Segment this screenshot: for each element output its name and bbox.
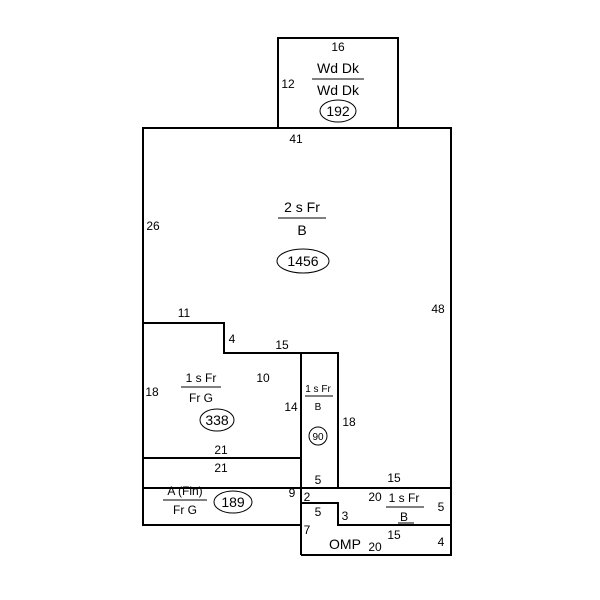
main-sqft-oval bbox=[276, 248, 330, 274]
attic-sqft-oval bbox=[213, 490, 253, 514]
small-b-area: 1 s Fr B 90 bbox=[305, 384, 333, 446]
attic-outline bbox=[142, 488, 301, 526]
dim-notch-drop: 4 bbox=[229, 332, 236, 346]
dim-porch-4: 4 bbox=[438, 535, 445, 549]
dim-deck-top: 16 bbox=[331, 40, 345, 54]
right-b-top-label: 1 s Fr bbox=[389, 491, 420, 505]
main-bottom-label: B bbox=[297, 222, 306, 238]
right-room-outline bbox=[301, 487, 452, 556]
dim-right-side: 5 bbox=[438, 500, 445, 514]
walls bbox=[142, 37, 452, 556]
small-room-wall bbox=[301, 352, 339, 488]
small-b-sqft-oval bbox=[308, 426, 328, 446]
main-top-label: 2 s Fr bbox=[284, 199, 320, 215]
small-b-bottom-label: B bbox=[315, 402, 322, 413]
right-b-bottom-label: B bbox=[400, 510, 408, 524]
dim-porch-15: 15 bbox=[387, 528, 401, 542]
deck-sqft: 192 bbox=[326, 103, 350, 119]
dim-deck-left: 12 bbox=[281, 77, 295, 91]
dim-main-right: 48 bbox=[431, 302, 445, 316]
garage-area: 1 s Fr Fr G 338 bbox=[181, 371, 235, 432]
right-b-area: 1 s Fr B bbox=[386, 491, 424, 524]
dim-attic-right: 9 bbox=[289, 486, 296, 500]
small-b-top-label: 1 s Fr bbox=[305, 384, 331, 395]
dim-garage-inner: 10 bbox=[256, 371, 270, 385]
small-b-sqft: 90 bbox=[312, 432, 324, 443]
dim-notch-top: 11 bbox=[178, 306, 191, 320]
dim-small-left: 14 bbox=[284, 400, 298, 414]
dim-small-bottom: 5 bbox=[315, 473, 322, 487]
dimension-labels: 16 12 41 26 48 11 4 15 18 10 14 18 21 21… bbox=[145, 40, 445, 554]
dim-step-7: 7 bbox=[304, 523, 311, 537]
main-sqft: 1456 bbox=[287, 253, 318, 269]
garage-sqft-oval bbox=[199, 408, 235, 432]
deck-sqft-oval bbox=[319, 99, 357, 123]
dim-attic-top: 21 bbox=[214, 461, 228, 475]
garage-bottom-label: Fr G bbox=[189, 391, 213, 405]
deck-top-label: Wd Dk bbox=[317, 60, 360, 76]
dim-notch-run: 15 bbox=[275, 338, 289, 352]
porch-label: OMP bbox=[329, 536, 361, 552]
dim-right-top: 15 bbox=[387, 471, 401, 485]
dim-main-top: 41 bbox=[289, 132, 303, 146]
deck-bottom-label: Wd Dk bbox=[317, 82, 360, 98]
dim-porch-20: 20 bbox=[368, 540, 382, 554]
main-house-outline bbox=[142, 127, 452, 489]
dim-step-20: 20 bbox=[368, 490, 382, 504]
dim-garage-left: 18 bbox=[145, 385, 159, 399]
dim-step-2: 2 bbox=[304, 490, 311, 504]
porch-step-wall bbox=[301, 502, 451, 526]
attic-sqft: 189 bbox=[221, 494, 245, 510]
dim-step-5: 5 bbox=[315, 505, 322, 519]
dim-garage-bottom: 21 bbox=[214, 443, 228, 457]
dim-step-3: 3 bbox=[342, 509, 349, 523]
attic-area: A (Fin) Fr G 189 bbox=[163, 484, 253, 517]
attic-top-label: A (Fin) bbox=[167, 484, 202, 498]
dim-main-left: 26 bbox=[146, 219, 160, 233]
attic-bottom-label: Fr G bbox=[173, 503, 197, 517]
garage-sqft: 338 bbox=[205, 412, 229, 428]
deck-area: Wd Dk Wd Dk 192 bbox=[312, 60, 364, 123]
garage-top-label: 1 s Fr bbox=[186, 371, 217, 385]
main-area: 2 s Fr B 1456 bbox=[276, 199, 330, 274]
dim-small-right: 18 bbox=[342, 415, 356, 429]
garage-notch-wall bbox=[143, 322, 301, 354]
